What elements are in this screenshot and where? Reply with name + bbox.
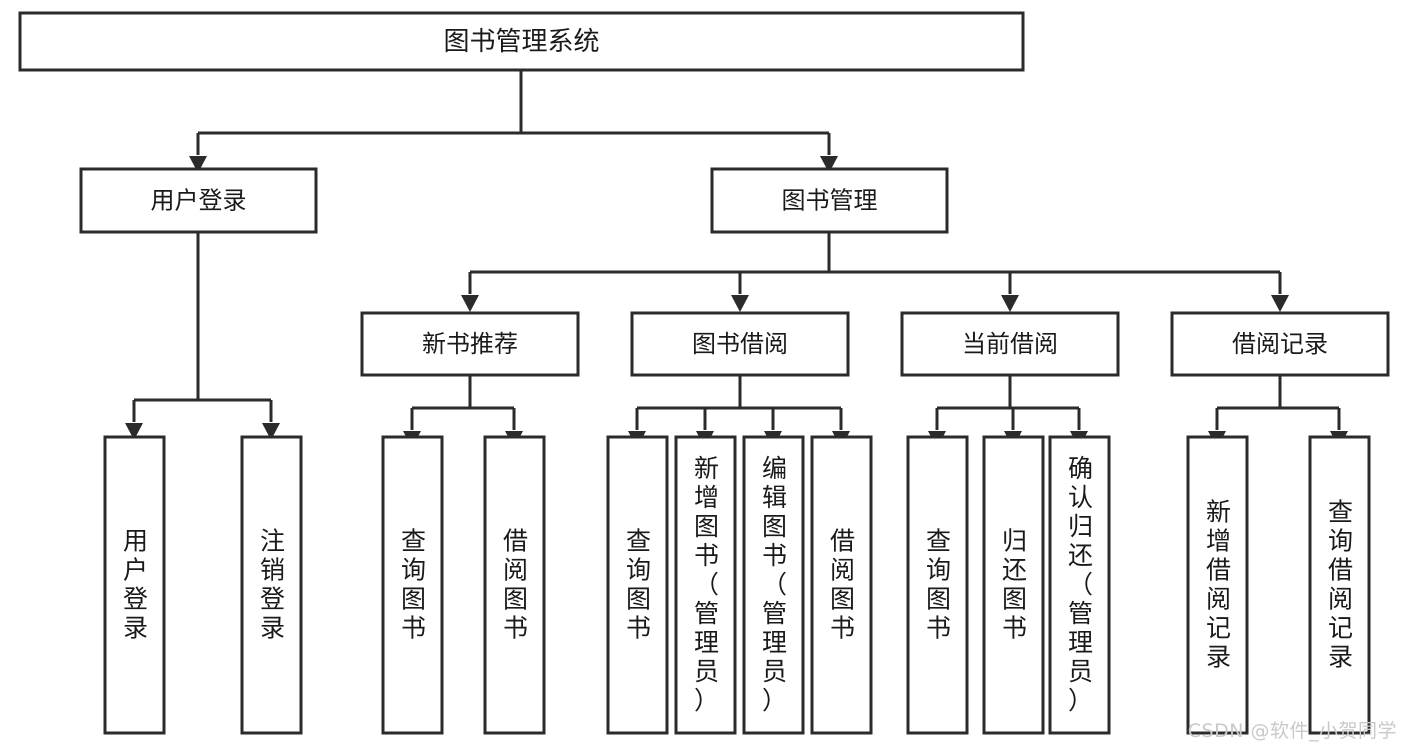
level1-node-0-rect[interactable] — [79, 167, 318, 234]
leaf-node-5-label: 新增图书（管理员） — [694, 454, 719, 715]
leaf-node-4-rect[interactable] — [606, 435, 669, 735]
level1-node-1[interactable]: 图书管理 — [710, 167, 949, 234]
leaf-node-5-rect[interactable] — [674, 435, 737, 735]
arrow-head-icon — [1271, 295, 1289, 312]
level2-node-2-rect[interactable] — [900, 311, 1120, 377]
leaf-node-3-label: 借阅图书 — [503, 527, 528, 643]
leaf-node-5[interactable]: 新增图书（管理员） — [674, 435, 737, 735]
leaf-node-1-label: 注销登录 — [260, 527, 285, 643]
root-node[interactable]: 图书管理系统 — [18, 11, 1025, 72]
leaf-node-12[interactable]: 查询借阅记录 — [1308, 435, 1371, 735]
leaf-node-6-rect[interactable] — [742, 435, 805, 735]
connector-layer — [125, 70, 1348, 448]
level1-node-1-rect[interactable] — [710, 167, 949, 234]
leaf-node-7-rect[interactable] — [810, 435, 873, 735]
level2-node-1-label: 图书借阅 — [692, 330, 788, 358]
arrow-head-icon — [1001, 295, 1019, 312]
leaf-node-8-rect[interactable] — [906, 435, 969, 735]
leaf-node-10-label: 确认归还（管理员） — [1068, 454, 1093, 715]
leaf-node-1[interactable]: 注销登录 — [240, 435, 303, 735]
leaf-node-6-label: 编辑图书（管理员） — [762, 454, 787, 715]
leaf-node-7[interactable]: 借阅图书 — [810, 435, 873, 735]
leaf-node-1-rect[interactable] — [240, 435, 303, 735]
leaf-node-2-rect[interactable] — [381, 435, 444, 735]
level2-node-0-rect[interactable] — [360, 311, 580, 377]
leaf-node-11-label: 新增借阅记录 — [1206, 498, 1231, 672]
leaf-node-9-label: 归还图书 — [1002, 527, 1027, 643]
level1-node-0-label: 用户登录 — [151, 187, 247, 215]
leaf-node-2-label: 查询图书 — [401, 527, 426, 643]
level1-node-0[interactable]: 用户登录 — [79, 167, 318, 234]
arrow-head-icon — [189, 156, 207, 173]
leaf-node-7-label: 借阅图书 — [830, 527, 855, 643]
leaf-node-3-rect[interactable] — [483, 435, 546, 735]
level2-node-3-rect[interactable] — [1170, 311, 1390, 377]
leaf-node-0-label: 用户登录 — [123, 527, 148, 643]
watermark-label: CSDN @软件_小贺同学 — [1187, 720, 1397, 742]
level2-node-2-label: 当前借阅 — [962, 330, 1058, 358]
level2-node-3[interactable]: 借阅记录 — [1170, 311, 1390, 377]
leaf-node-6[interactable]: 编辑图书（管理员） — [742, 435, 805, 735]
arrow-head-icon — [461, 295, 479, 312]
leaf-node-8[interactable]: 查询图书 — [906, 435, 969, 735]
leaf-node-8-label: 查询图书 — [926, 527, 951, 643]
level1-node-1-label: 图书管理 — [782, 187, 878, 215]
leaf-node-0-rect[interactable] — [103, 435, 166, 735]
leaf-node-4-label: 查询图书 — [626, 527, 651, 643]
arrow-head-icon — [820, 156, 838, 173]
leaf-node-12-label: 查询借阅记录 — [1328, 498, 1353, 672]
level2-node-0-label: 新书推荐 — [422, 330, 518, 358]
leaf-node-11-rect[interactable] — [1186, 435, 1249, 735]
level2-node-2[interactable]: 当前借阅 — [900, 311, 1120, 377]
arrow-head-icon — [731, 295, 749, 312]
arrow-head-icon — [125, 423, 143, 440]
leaf-node-9-rect[interactable] — [982, 435, 1045, 735]
leaf-node-0[interactable]: 用户登录 — [103, 435, 166, 735]
leaf-node-10-rect[interactable] — [1048, 435, 1111, 735]
node-layer: 图书管理系统用户登录图书管理新书推荐图书借阅当前借阅借阅记录用户登录注销登录查询… — [18, 11, 1390, 735]
root-node-rect[interactable] — [18, 11, 1025, 72]
level2-node-3-label: 借阅记录 — [1232, 330, 1328, 358]
root-node-label: 图书管理系统 — [443, 27, 599, 57]
level2-node-1-rect[interactable] — [630, 311, 850, 377]
leaf-node-2[interactable]: 查询图书 — [381, 435, 444, 735]
leaf-node-4[interactable]: 查询图书 — [606, 435, 669, 735]
level2-node-1[interactable]: 图书借阅 — [630, 311, 850, 377]
leaf-node-9[interactable]: 归还图书 — [982, 435, 1045, 735]
leaf-node-12-rect[interactable] — [1308, 435, 1371, 735]
leaf-node-11[interactable]: 新增借阅记录 — [1186, 435, 1249, 735]
leaf-node-10[interactable]: 确认归还（管理员） — [1048, 435, 1111, 735]
level2-node-0[interactable]: 新书推荐 — [360, 311, 580, 377]
leaf-node-3[interactable]: 借阅图书 — [483, 435, 546, 735]
arrow-head-icon — [262, 423, 280, 440]
